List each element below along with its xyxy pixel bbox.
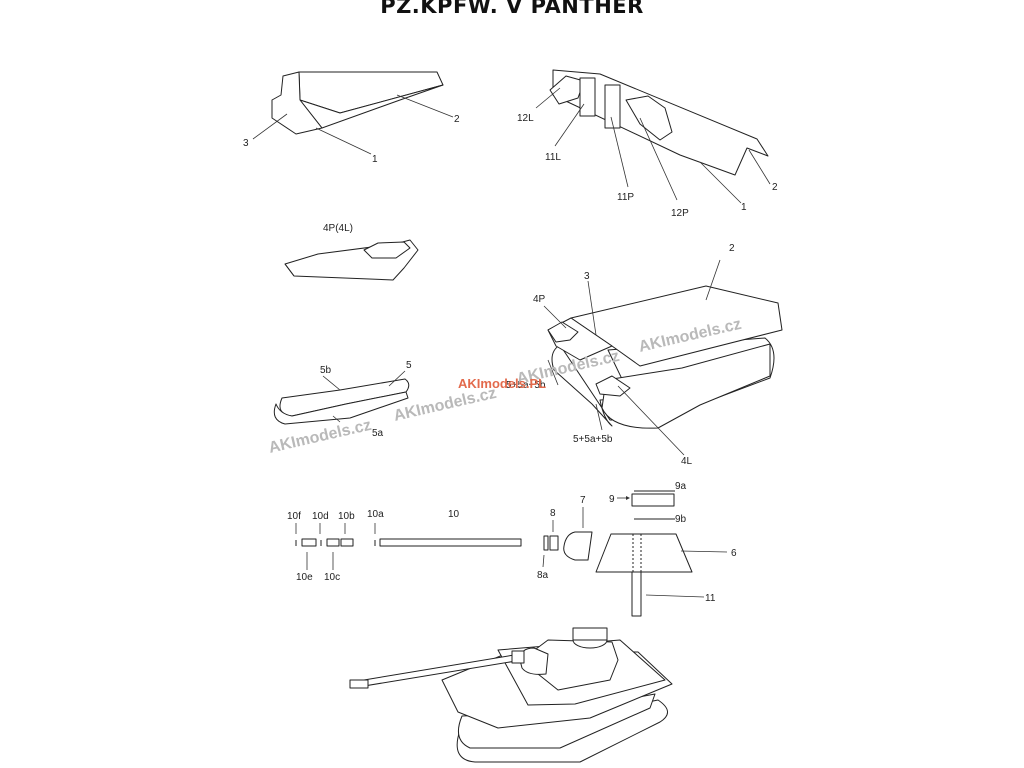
label-2-side: 2 [772, 182, 778, 193]
assembly-hull-top-left: 3 2 1 [243, 71, 460, 165]
assembly-track: 5b 5 5a [273, 360, 412, 439]
label-11: 11 [705, 593, 716, 604]
part-4P-cap [363, 241, 411, 259]
label-4L-hull: 4L [681, 456, 693, 467]
label-11P: 11P [617, 192, 634, 203]
part-10-barrel [379, 538, 522, 547]
label-10e: 10e [296, 572, 313, 583]
part-10b [340, 538, 354, 547]
label-5: 5 [406, 360, 412, 371]
label-1: 1 [372, 154, 378, 165]
part-10e [301, 538, 317, 547]
completed-tank-model [349, 627, 673, 763]
label-10: 10 [448, 509, 460, 520]
label-3-hull: 3 [584, 271, 590, 282]
part-8 [549, 535, 559, 551]
page-title: PZ.KPFW. V PANTHER [380, 0, 644, 18]
label-6: 6 [731, 548, 737, 559]
label-2: 2 [454, 114, 460, 125]
assembly-gun: 10f 10d 10b 10a 10 10e 10c 8 8a 7 [287, 495, 593, 583]
model-turret [531, 639, 619, 691]
part-4P-hull-fender [547, 321, 579, 343]
assembly-full-hull: 2 3 4P 5+5a+5b 5+5a+5b 4L [506, 243, 783, 467]
label-12L: 12L [517, 113, 534, 124]
label-5sum-left: 5+5a+5b [506, 380, 546, 391]
label-10f: 10f [287, 511, 301, 522]
watermark: AKImodels.PL [458, 376, 546, 391]
label-10a: 10a [367, 509, 384, 520]
part-11L-plate [579, 77, 596, 117]
part-11-shaft [631, 571, 642, 617]
label-9: 9 [609, 494, 615, 505]
model-cupola-top [572, 627, 608, 641]
part-6-turret [595, 533, 693, 573]
assembly-hull-side: 12L 11L 11P 12P 1 2 [517, 69, 778, 219]
label-4P-hull: 4P [533, 294, 546, 305]
label-10b: 10b [338, 511, 355, 522]
label-4P4L: 4P(4L) [323, 223, 353, 234]
label-3: 3 [243, 138, 249, 149]
part-9-cupola [631, 493, 675, 507]
arrow-icon [626, 496, 630, 500]
part-10c [326, 538, 340, 547]
part-5a-track-side [273, 391, 409, 425]
label-8: 8 [550, 508, 556, 519]
label-10d: 10d [312, 511, 329, 522]
model-muzzle [349, 679, 369, 689]
label-9b: 9b [675, 514, 687, 525]
label-5b: 5b [320, 365, 332, 376]
assembly-turret: 9a 9 9b 6 11 [595, 481, 737, 617]
label-7: 7 [580, 495, 586, 506]
part-12P-plate [625, 95, 673, 141]
part-8a [543, 535, 549, 551]
label-11L: 11L [545, 152, 561, 163]
part-7-mantlet [563, 531, 593, 561]
label-12P: 12P [671, 208, 689, 219]
part-3-front-plate [271, 71, 323, 135]
part-4L-hull-fender [595, 375, 631, 397]
label-8a: 8a [537, 570, 549, 581]
part-11P-plate [604, 84, 621, 129]
label-1-side: 1 [741, 202, 747, 213]
label-10c: 10c [324, 572, 340, 583]
part-5-track-outer [601, 343, 771, 429]
label-2-hull: 2 [729, 243, 735, 254]
label-5sum: 5+5a+5b [573, 434, 613, 445]
label-9a: 9a [675, 481, 687, 492]
label-5a: 5a [372, 428, 384, 439]
assembly-fender: 4P(4L) [284, 223, 419, 281]
model-barrel-collar [511, 650, 525, 664]
